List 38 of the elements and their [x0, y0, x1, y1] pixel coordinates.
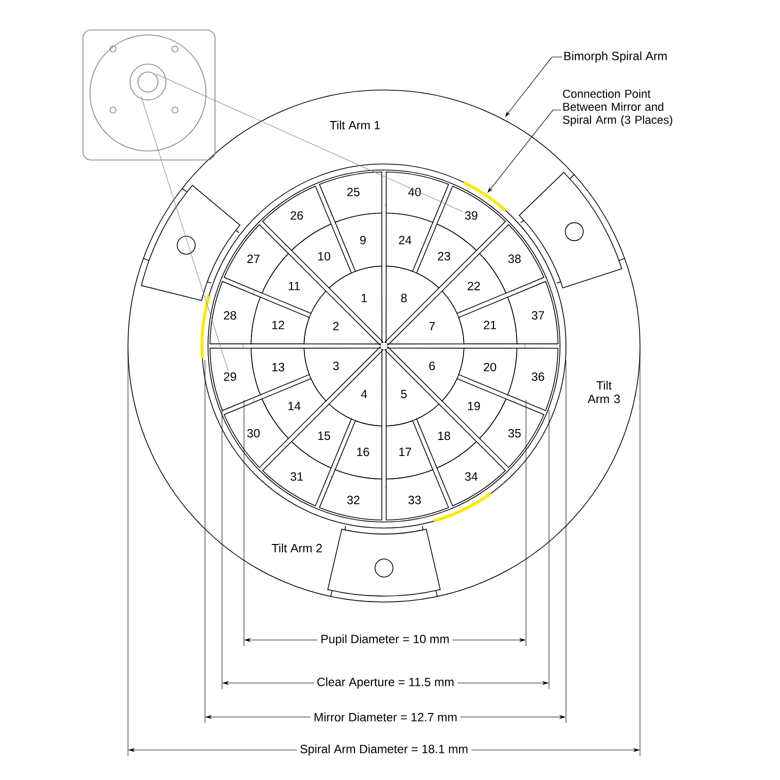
electrode-segment: 29 — [210, 348, 261, 411]
electrode-segment: 37 — [507, 281, 558, 344]
arm-label: Tilt Arm 2 — [272, 544, 322, 552]
leader-line — [156, 74, 464, 212]
electrode-segment: 31 — [262, 441, 332, 506]
electrode-segment: 28 — [210, 281, 261, 344]
electrode-segment: 35 — [479, 398, 544, 468]
electrode-segment: 36 — [507, 348, 558, 411]
leader-line — [140, 96, 228, 372]
leader-line — [505, 56, 562, 117]
electrode-segment: 16 — [334, 420, 382, 480]
arm-label: Tilt Arm 3 — [588, 380, 620, 404]
electrode-segment: 9 — [334, 212, 382, 272]
callout-text: Bimorph Spiral Arm — [564, 51, 667, 63]
dimension-label: Mirror Diameter = 12.7 mm — [310, 710, 460, 724]
electrode-segment: 24 — [386, 212, 434, 272]
electrode-segment: 30 — [224, 398, 289, 468]
electrode-segment: 38 — [479, 224, 544, 294]
connection-point — [463, 181, 507, 212]
dimension-label: Clear Aperture = 11.5 mm — [314, 674, 458, 692]
electrode-segment: 33 — [386, 469, 449, 520]
dimension-label: Pupil Diameter = 10 mm — [317, 631, 453, 649]
arm-label: Tilt Arm 1 — [330, 120, 380, 130]
connection-point — [434, 492, 492, 522]
connection-point — [200, 295, 210, 359]
dimension-label: Spiral Arm Diameter = 18.1 mm — [296, 741, 472, 759]
electrode-segment: 27 — [224, 224, 289, 294]
electrode-segment: 26 — [262, 186, 332, 251]
mount-picture — [82, 30, 216, 160]
electrode-segment: 17 — [386, 420, 434, 480]
electrode-segment: 32 — [319, 469, 382, 520]
callout-text: Connection Point Between Mirror and Spiral Arm (3 Places) — [562, 89, 672, 126]
electrode-segment: 20 — [458, 348, 518, 396]
electrode-segment: 34 — [436, 441, 506, 506]
electrode-segment: 12 — [250, 296, 310, 344]
electrode-segment: 39 — [436, 186, 506, 251]
electrode-segment: 25 — [319, 172, 382, 223]
electrode-segment: 40 — [386, 172, 449, 223]
